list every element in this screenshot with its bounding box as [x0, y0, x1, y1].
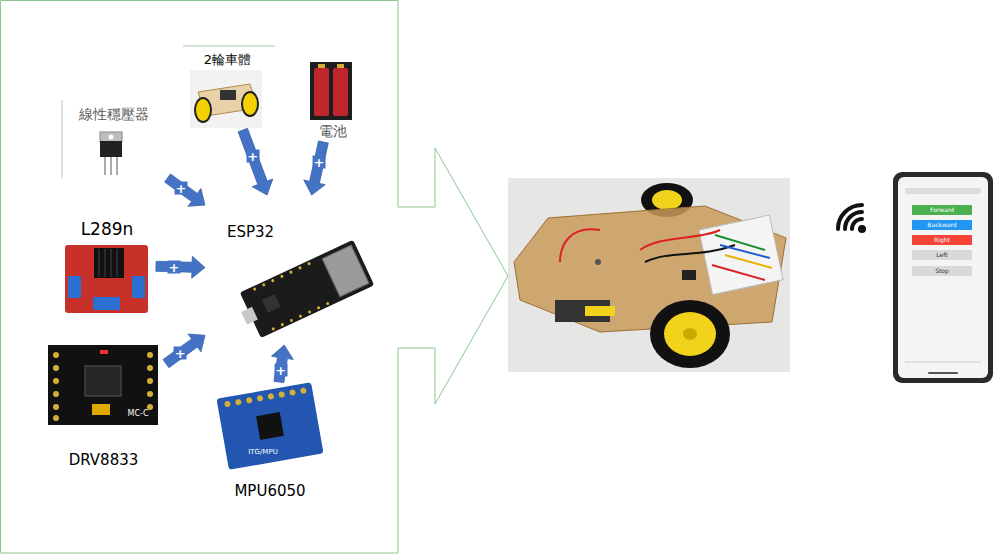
- component-label: MPU6050: [211, 482, 329, 500]
- component-group: 2輪車體: [181, 48, 274, 130]
- wifi-icon: [838, 205, 866, 233]
- polarity-sign: +: [274, 363, 287, 376]
- motor-driver-picture: [65, 245, 148, 313]
- component-label: 電池: [301, 123, 364, 140]
- board-marking: ITG/MPU: [248, 449, 278, 456]
- component-group: ESP32: [205, 195, 385, 345]
- polarity-sign: +: [175, 181, 188, 194]
- block-arrow: [238, 128, 273, 195]
- block-arrow: [271, 345, 293, 383]
- block-arrow: [163, 334, 205, 368]
- drv8833-picture: [48, 345, 158, 425]
- component-label: ESP32: [227, 223, 274, 241]
- polarity-sign: +: [312, 156, 325, 169]
- esp32-picture: [233, 240, 374, 341]
- board-marking: MC-C: [128, 410, 149, 418]
- rule-line: [183, 46, 275, 47]
- component-group: MPU6050: [211, 382, 329, 506]
- rule-line: [62, 100, 63, 178]
- component-label: 2輪車體: [181, 52, 274, 68]
- component-label: 線性穩壓器: [58, 106, 169, 123]
- button-label: Right: [934, 237, 950, 243]
- car-photo: [508, 178, 790, 372]
- polarity-sign: +: [174, 347, 187, 360]
- frame-outline: [1, 1, 509, 554]
- component-group: DRV8833: [41, 343, 166, 475]
- component-group: 線性穩壓器: [58, 100, 169, 178]
- polarity-sign: +: [246, 150, 259, 163]
- component-group: 電池: [301, 60, 364, 142]
- block-arrow: [304, 141, 329, 195]
- polarity-sign: +: [168, 260, 181, 273]
- button-label: Forward: [930, 207, 954, 213]
- button-label: Stop: [935, 268, 949, 274]
- component-label: DRV8833: [41, 451, 166, 469]
- chassis-picture: [190, 70, 262, 128]
- block-arrow: [156, 256, 205, 278]
- button-label: Backward: [927, 222, 956, 228]
- regulator-picture: [100, 132, 122, 175]
- phone-picture: [893, 172, 993, 383]
- button-label: Left: [936, 252, 947, 258]
- block-arrow: [165, 174, 205, 206]
- battery-picture: [310, 62, 352, 120]
- component-group: L289n: [58, 215, 156, 315]
- mpu6050-picture: [216, 382, 323, 470]
- component-label: L289n: [58, 219, 156, 239]
